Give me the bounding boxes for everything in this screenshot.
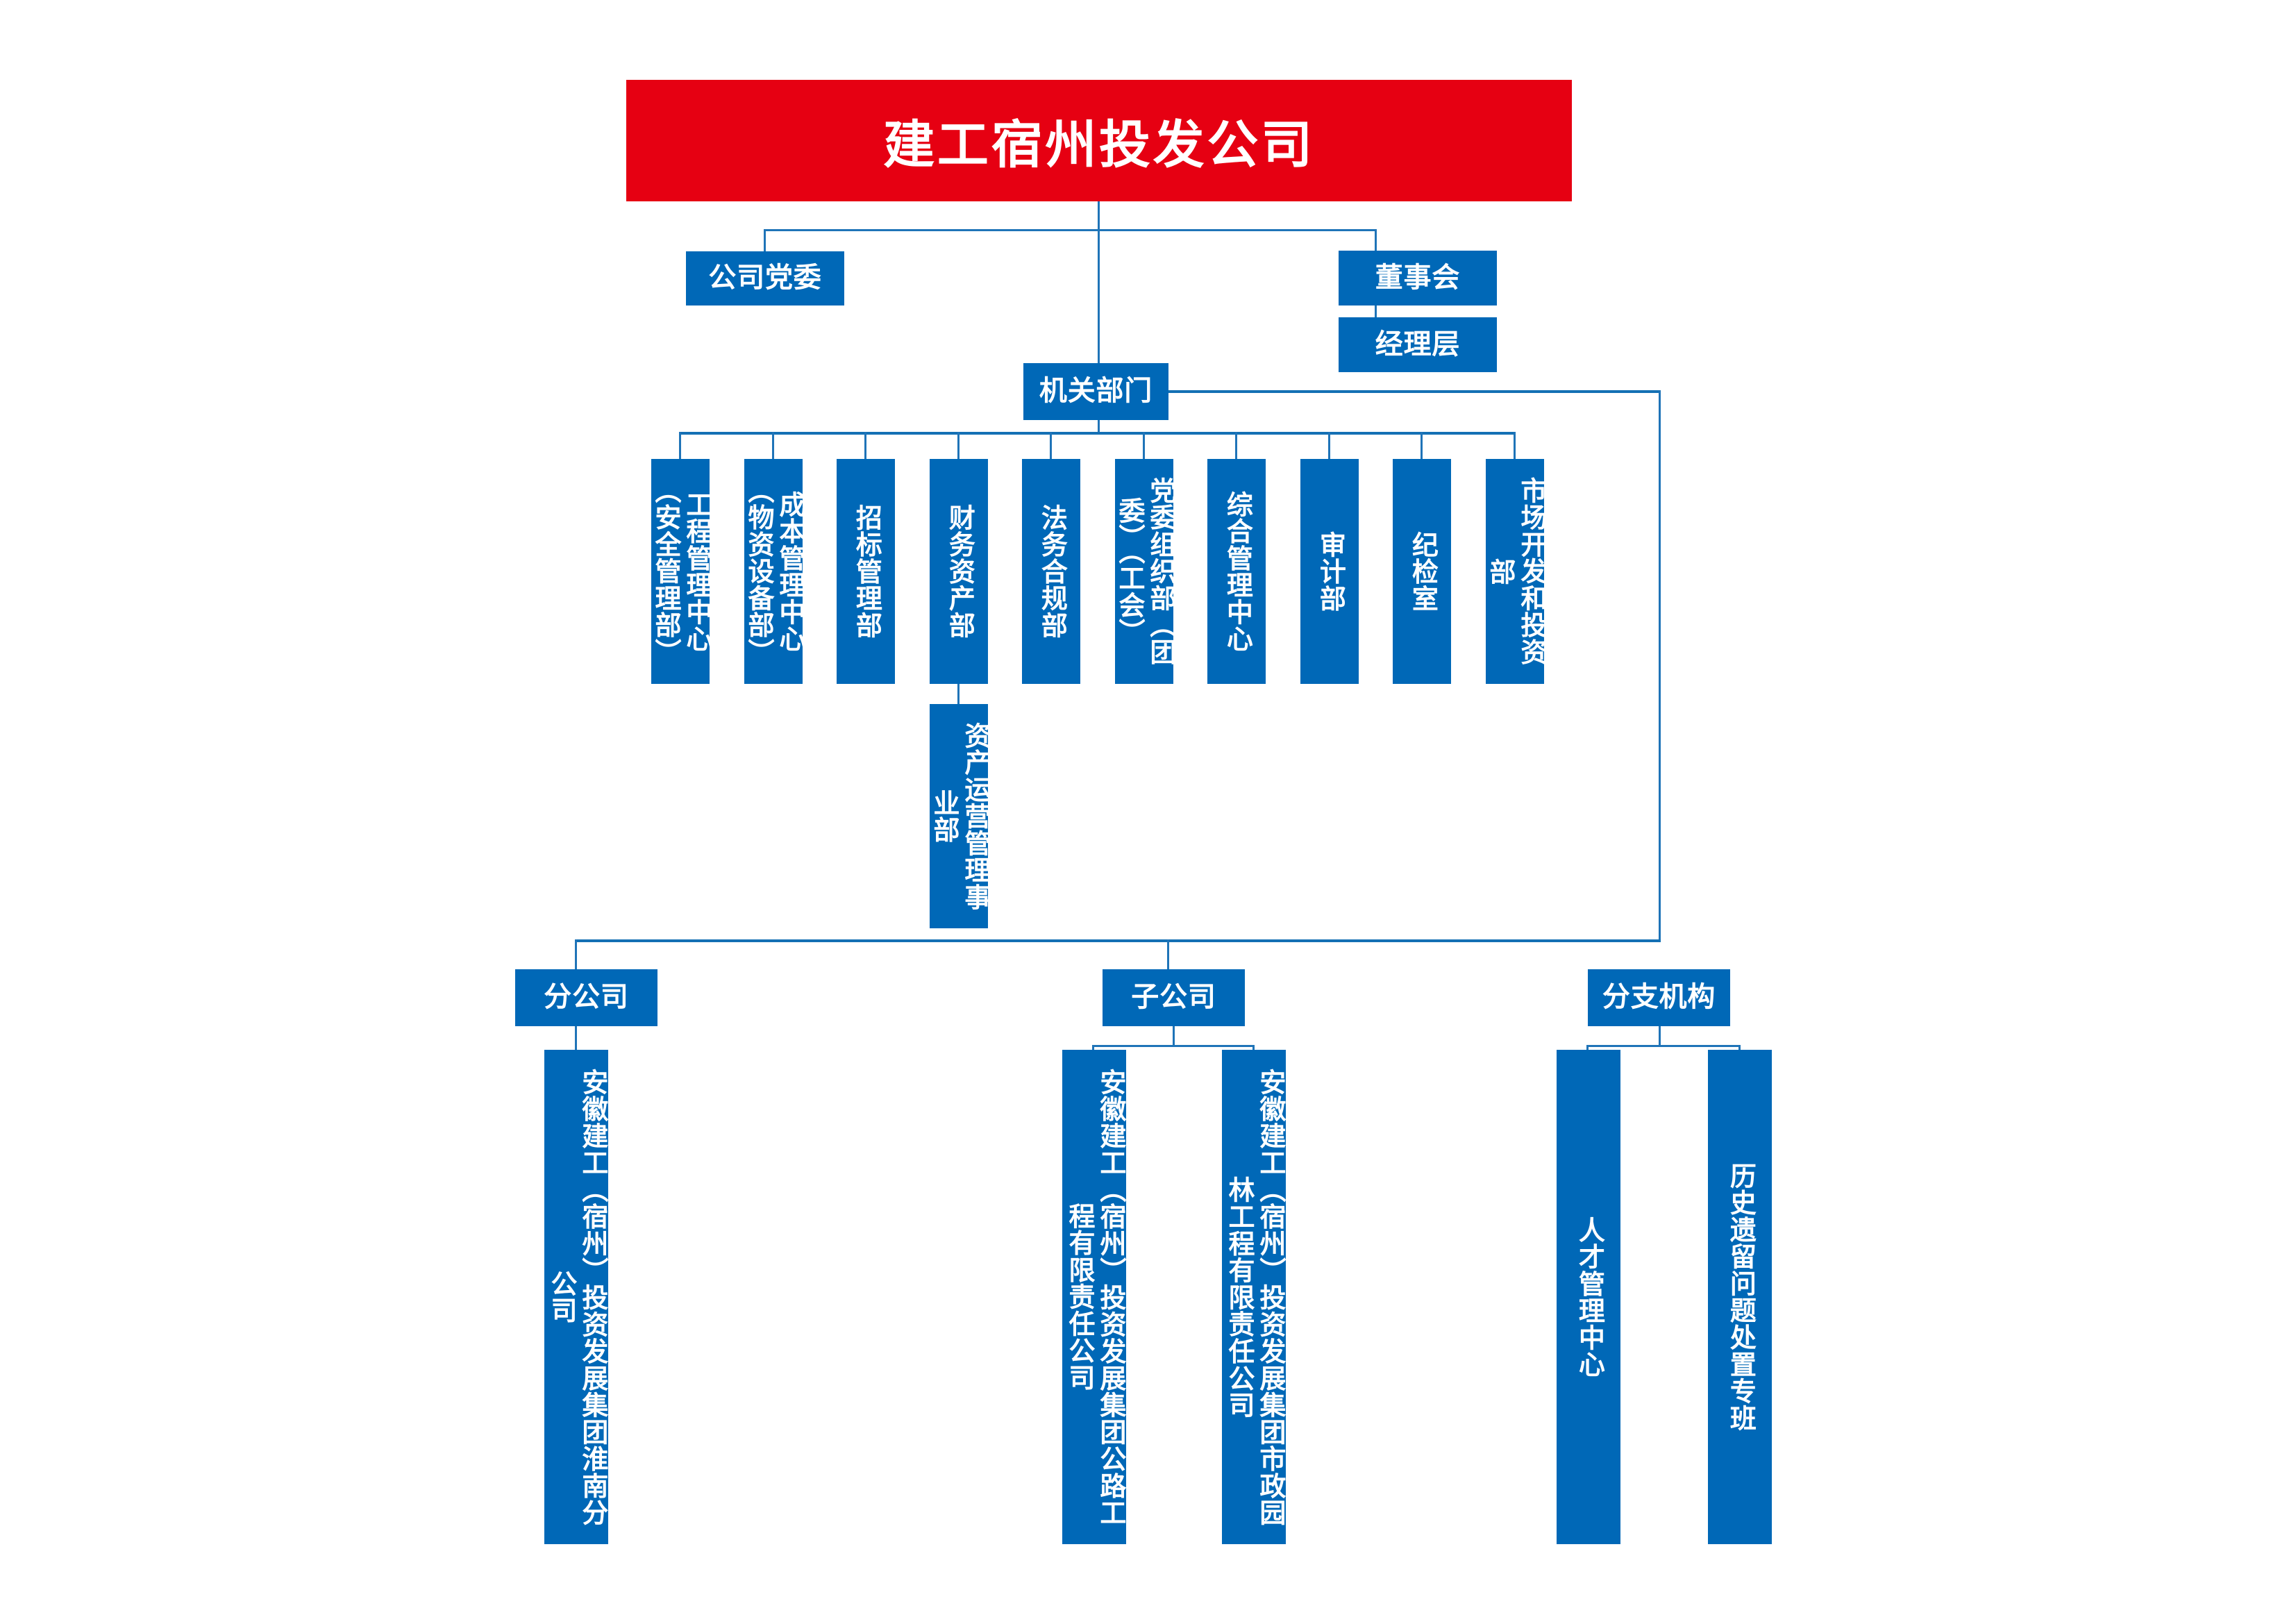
node-department-cost-management-center[interactable]: 成本管理中心（物资设备部） bbox=[744, 459, 804, 684]
connector-institution-stem bbox=[1659, 1026, 1661, 1045]
node-department-audit[interactable]: 审计部 bbox=[1300, 459, 1359, 684]
node-department-finance-assets[interactable]: 财务资产部 bbox=[930, 459, 988, 684]
node-asset-operation-business-division[interactable]: 资产运营管理事业部 bbox=[929, 704, 989, 928]
node-board-of-directors[interactable]: 董事会 bbox=[1339, 251, 1497, 305]
connector-level2-bar bbox=[764, 229, 1377, 231]
node-institution-legacy-issue-task-force[interactable]: 历史遗留问题处置专班 bbox=[1708, 1050, 1772, 1544]
node-subsidiary-highway-engineering[interactable]: 安徽建工（宿州）投资发展集团公路工程有限责任公司 bbox=[1062, 1050, 1126, 1544]
node-party-committee[interactable]: 公司党委 bbox=[686, 251, 844, 305]
connector-finance-to-asset-operation bbox=[957, 684, 960, 704]
connector-drop-dept-2 bbox=[772, 432, 774, 459]
connector-group-bar bbox=[575, 939, 1661, 942]
node-institution-talent-management-center[interactable]: 人才管理中心 bbox=[1557, 1050, 1620, 1544]
node-department-discipline-inspection[interactable]: 纪检室 bbox=[1393, 459, 1451, 684]
connector-institution-bar bbox=[1586, 1045, 1741, 1047]
connector-drop-group-subsidiary bbox=[1167, 939, 1169, 969]
connector-banner-to-departments bbox=[1098, 201, 1100, 385]
connector-to-group-spine-horizontal bbox=[1168, 390, 1661, 393]
node-department-bidding-management[interactable]: 招标管理部 bbox=[837, 459, 895, 684]
connector-drop-dept-4 bbox=[957, 432, 960, 459]
connector-subsidiary-stem bbox=[1173, 1026, 1175, 1045]
connector-drop-dept-5 bbox=[1050, 432, 1052, 459]
node-department-engineering-management-center[interactable]: 工程管理中心（安全管理部） bbox=[651, 459, 711, 684]
node-management-layer[interactable]: 经理层 bbox=[1339, 317, 1497, 372]
connector-drop-dept-1 bbox=[679, 432, 681, 459]
node-department-legal-compliance[interactable]: 法务合规部 bbox=[1022, 459, 1080, 684]
company-title-banner: 建工宿州投发公司 bbox=[626, 80, 1572, 201]
connector-to-group-spine-vertical bbox=[1659, 390, 1661, 941]
node-department-market-development-investment[interactable]: 市场开发和投资部 bbox=[1485, 459, 1545, 684]
node-group-branch-institutions[interactable]: 分支机构 bbox=[1588, 969, 1730, 1026]
connector-board-to-management bbox=[1375, 305, 1377, 317]
connector-functional-departments-down bbox=[1098, 420, 1100, 433]
node-subsidiary-municipal-landscape-engineering[interactable]: 安徽建工（宿州）投资发展集团市政园林工程有限责任公司 bbox=[1222, 1050, 1286, 1544]
connector-drop-dept-6 bbox=[1143, 432, 1145, 459]
connector-to-board bbox=[1375, 229, 1377, 251]
connector-department-bar bbox=[679, 432, 1514, 435]
connector-drop-dept-10 bbox=[1514, 432, 1516, 459]
node-department-party-organization[interactable]: 党委组织部（团委）（工会） bbox=[1114, 459, 1175, 684]
connector-drop-dept-7 bbox=[1235, 432, 1237, 459]
node-functional-departments[interactable]: 机关部门 bbox=[1023, 363, 1168, 420]
connector-drop-group-branch bbox=[575, 939, 577, 969]
node-group-subsidiaries[interactable]: 子公司 bbox=[1103, 969, 1245, 1026]
connector-drop-dept-9 bbox=[1421, 432, 1423, 459]
node-branch-company-huainan[interactable]: 安徽建工（宿州）投资发展集团淮南分公司 bbox=[544, 1050, 608, 1544]
connector-drop-dept-8 bbox=[1328, 432, 1330, 459]
connector-subsidiary-bar bbox=[1092, 1045, 1255, 1047]
connector-to-party-committee bbox=[764, 229, 766, 253]
connector-drop-dept-3 bbox=[864, 432, 866, 459]
node-group-branch-companies[interactable]: 分公司 bbox=[515, 969, 657, 1026]
node-department-general-management-center[interactable]: 综合管理中心 bbox=[1207, 459, 1266, 684]
connector-branch-company-drop bbox=[575, 1026, 577, 1050]
